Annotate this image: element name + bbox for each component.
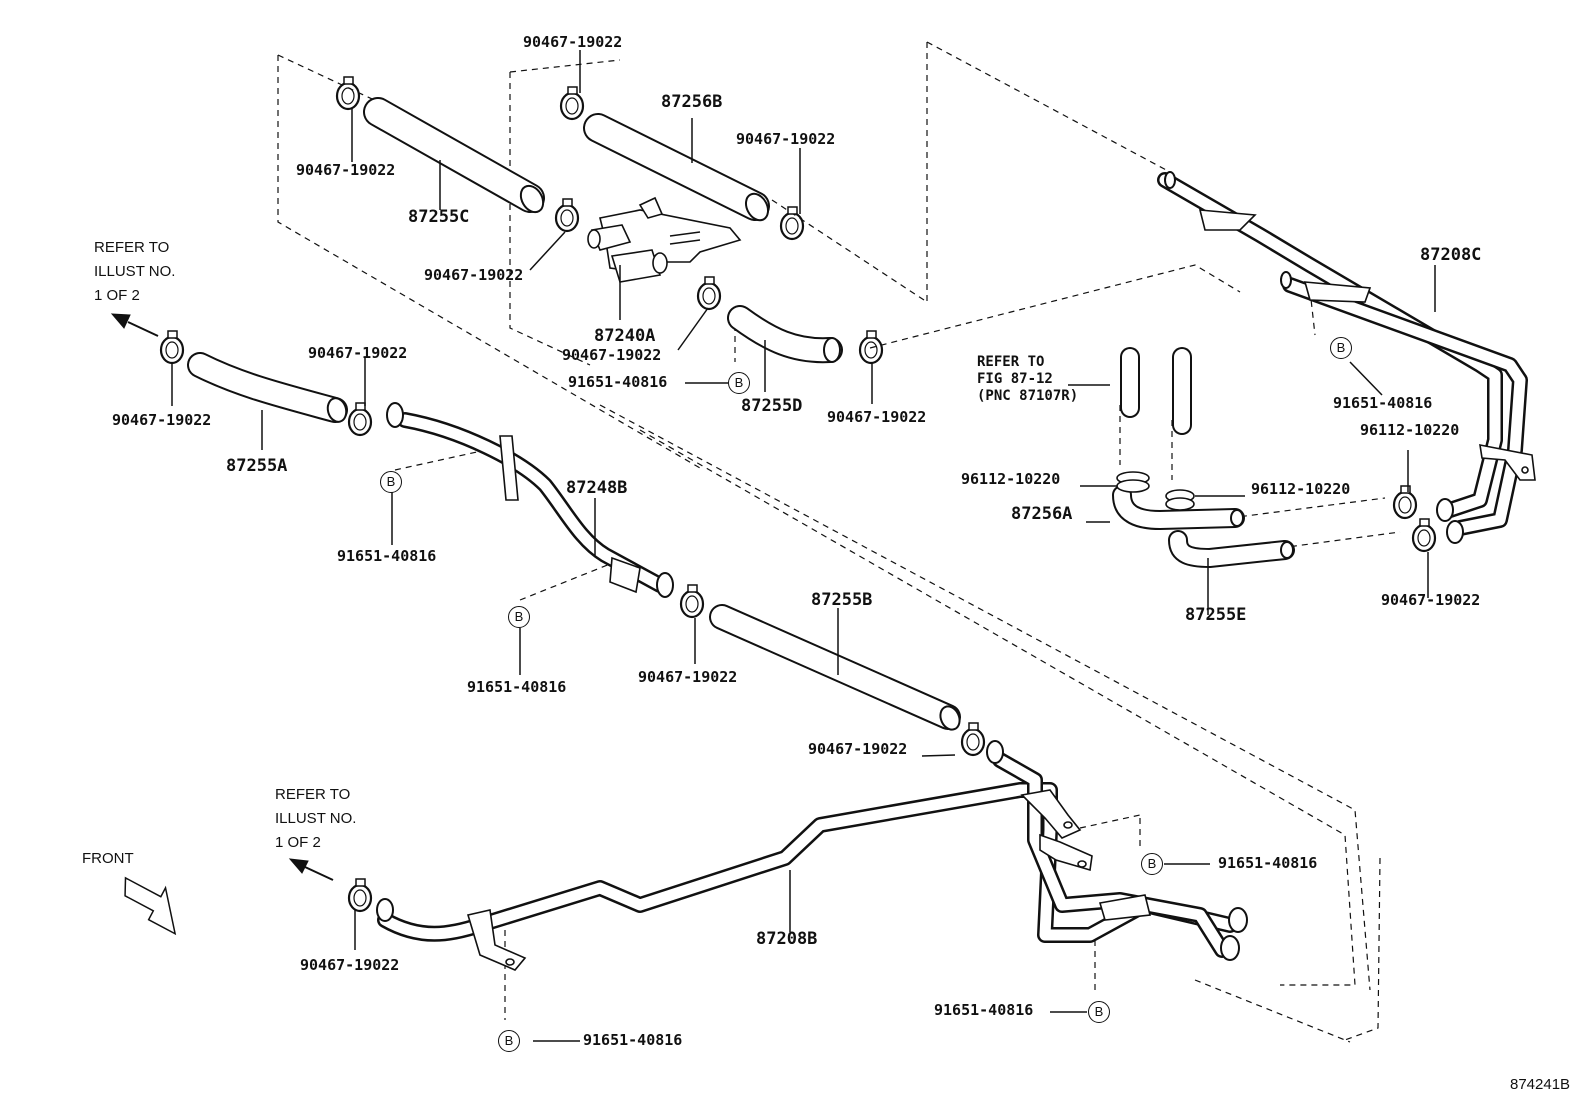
refer-fig-line-2: FIG 87-12: [977, 371, 1053, 387]
label-clamp: 90467-19022: [300, 956, 400, 974]
label-valve-87240a: 87240A: [594, 326, 656, 346]
refer-fig-note: REFER TO FIG 87-12 (PNC 87107R): [977, 354, 1078, 405]
label-clamp: 90467-19022: [736, 130, 836, 148]
bolt-marker: B: [728, 372, 750, 394]
hose-ends: [326, 184, 1294, 731]
label-clamp: 90467-19022: [112, 411, 212, 429]
refer-line-3: 1 OF 2: [94, 287, 140, 304]
label-hose-87256b: 87256B: [661, 92, 723, 112]
pipe-ends: [376, 171, 1464, 961]
bolt-marker: B: [498, 1030, 520, 1052]
water-valve: [587, 196, 742, 283]
clips: [1116, 471, 1195, 511]
refer-fig-line-1: REFER TO: [977, 354, 1045, 370]
brackets: [466, 209, 1536, 971]
refer-note-top: REFER TO ILLUST NO. 1 OF 2: [94, 236, 175, 308]
label-clamp: 90467-19022: [523, 33, 623, 51]
assembly-outlines: [277, 41, 1401, 1043]
label-bolt: 91651-40816: [934, 1001, 1034, 1019]
refer-line-1: REFER TO: [94, 239, 170, 256]
label-pipe-87208c: 87208C: [1420, 245, 1482, 265]
label-hose-87255a: 87255A: [226, 456, 288, 476]
bolt-marker: B: [508, 606, 530, 628]
label-clamp: 90467-19022: [296, 161, 396, 179]
label-pipe-87248b: 87248B: [566, 478, 628, 498]
label-clamp: 90467-19022: [638, 668, 738, 686]
label-clamp: 90467-19022: [562, 346, 662, 364]
label-hose-87255c: 87255C: [408, 207, 470, 227]
label-bolt: 91651-40816: [568, 373, 668, 391]
bolt-marker: B: [1330, 337, 1352, 359]
label-clip: 96112-10220: [1251, 480, 1351, 498]
label-bolt: 91651-40816: [467, 678, 567, 696]
front-arrow: [124, 876, 177, 936]
refer-line-3: 1 OF 2: [275, 834, 321, 851]
hoses: [187, 97, 1295, 730]
label-clamp: 90467-19022: [827, 408, 927, 426]
refer-line-2: ILLUST NO.: [94, 263, 176, 280]
refer-note-bottom: REFER TO ILLUST NO. 1 OF 2: [275, 783, 356, 855]
label-bolt: 91651-40816: [583, 1031, 683, 1049]
leader-lines: [171, 50, 1436, 1042]
label-clamp: 90467-19022: [424, 266, 524, 284]
illustration-code: 874241B: [1510, 1076, 1571, 1093]
label-bolt: 91651-40816: [1218, 854, 1318, 872]
label-clip: 96112-10220: [1360, 421, 1460, 439]
label-hose-87255b: 87255B: [811, 590, 873, 610]
refer-line-1: REFER TO: [275, 786, 351, 803]
bolt-marker: B: [1141, 853, 1163, 875]
label-hose-87255d: 87255D: [741, 396, 803, 416]
label-bolt: 91651-40816: [337, 547, 437, 565]
label-clamp: 90467-19022: [1381, 591, 1481, 609]
label-hose-87255e: 87255E: [1185, 605, 1247, 625]
label-hose-87256a: 87256A: [1011, 504, 1073, 524]
refer-arrows: [110, 313, 334, 881]
refer-fig-line-3: (PNC 87107R): [977, 388, 1079, 404]
bolt-marker: B: [1088, 1001, 1110, 1023]
front-label: FRONT: [82, 850, 134, 867]
label-clip: 96112-10220: [961, 470, 1061, 488]
bolt-marker: B: [380, 471, 402, 493]
label-clamp: 90467-19022: [808, 740, 908, 758]
refer-line-2: ILLUST NO.: [275, 810, 357, 827]
label-bolt: 91651-40816: [1333, 394, 1433, 412]
label-pipe-87208b: 87208B: [756, 929, 818, 949]
label-clamp: 90467-19022: [308, 344, 408, 362]
